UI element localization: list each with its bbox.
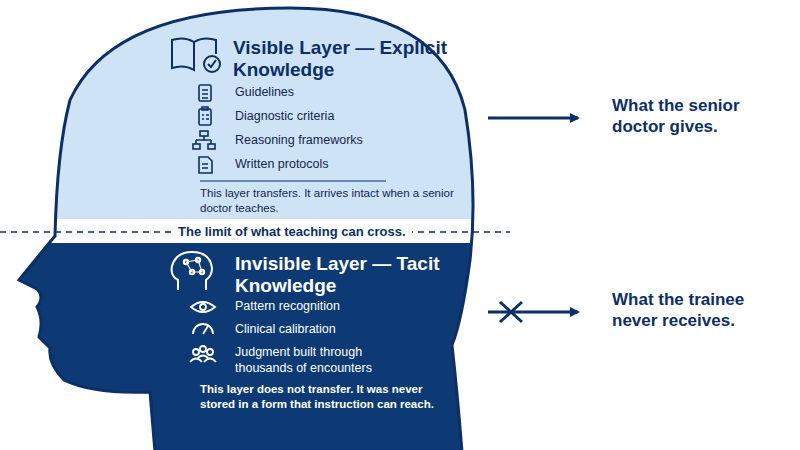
explicit-layer: Visible Layer — Explicit KnowledgeGuidel… (150, 20, 460, 220)
list-item: Clinical calibration (235, 322, 435, 338)
tacit-layer: Invisible Layer — Tacit KnowledgePattern… (150, 245, 465, 440)
outcome-label: What the senior doctor gives. (612, 95, 787, 138)
layer-title: Invisible Layer — Tacit Knowledge (235, 253, 455, 298)
list-item: Judgment built through thousands of enco… (235, 345, 415, 376)
book-icon (172, 38, 220, 72)
separator-line (200, 181, 386, 182)
list-item: Diagnostic criteria (235, 109, 435, 125)
give-arrow (488, 117, 578, 120)
brain-icon (172, 252, 212, 290)
list-item: Written protocols (235, 157, 435, 173)
tacit-icons (190, 302, 216, 362)
limit-label: The limit of what teaching can cross. (172, 224, 412, 240)
list-item: Guidelines (235, 85, 435, 101)
list-item: Reasoning frameworks (235, 133, 435, 149)
block-cross (500, 302, 522, 322)
layer-title: Visible Layer — Explicit Knowledge (233, 37, 448, 82)
layer-note: This layer does not transfer. It was nev… (200, 382, 455, 412)
layer-note: This layer transfers. It arrives intact … (200, 186, 455, 216)
list-item: Pattern recognition (235, 299, 435, 315)
outcome-label: What the trainee never receives. (612, 289, 787, 332)
list-icons (193, 85, 215, 173)
blocked-arrow (488, 311, 578, 314)
head-outline (19, 8, 473, 450)
